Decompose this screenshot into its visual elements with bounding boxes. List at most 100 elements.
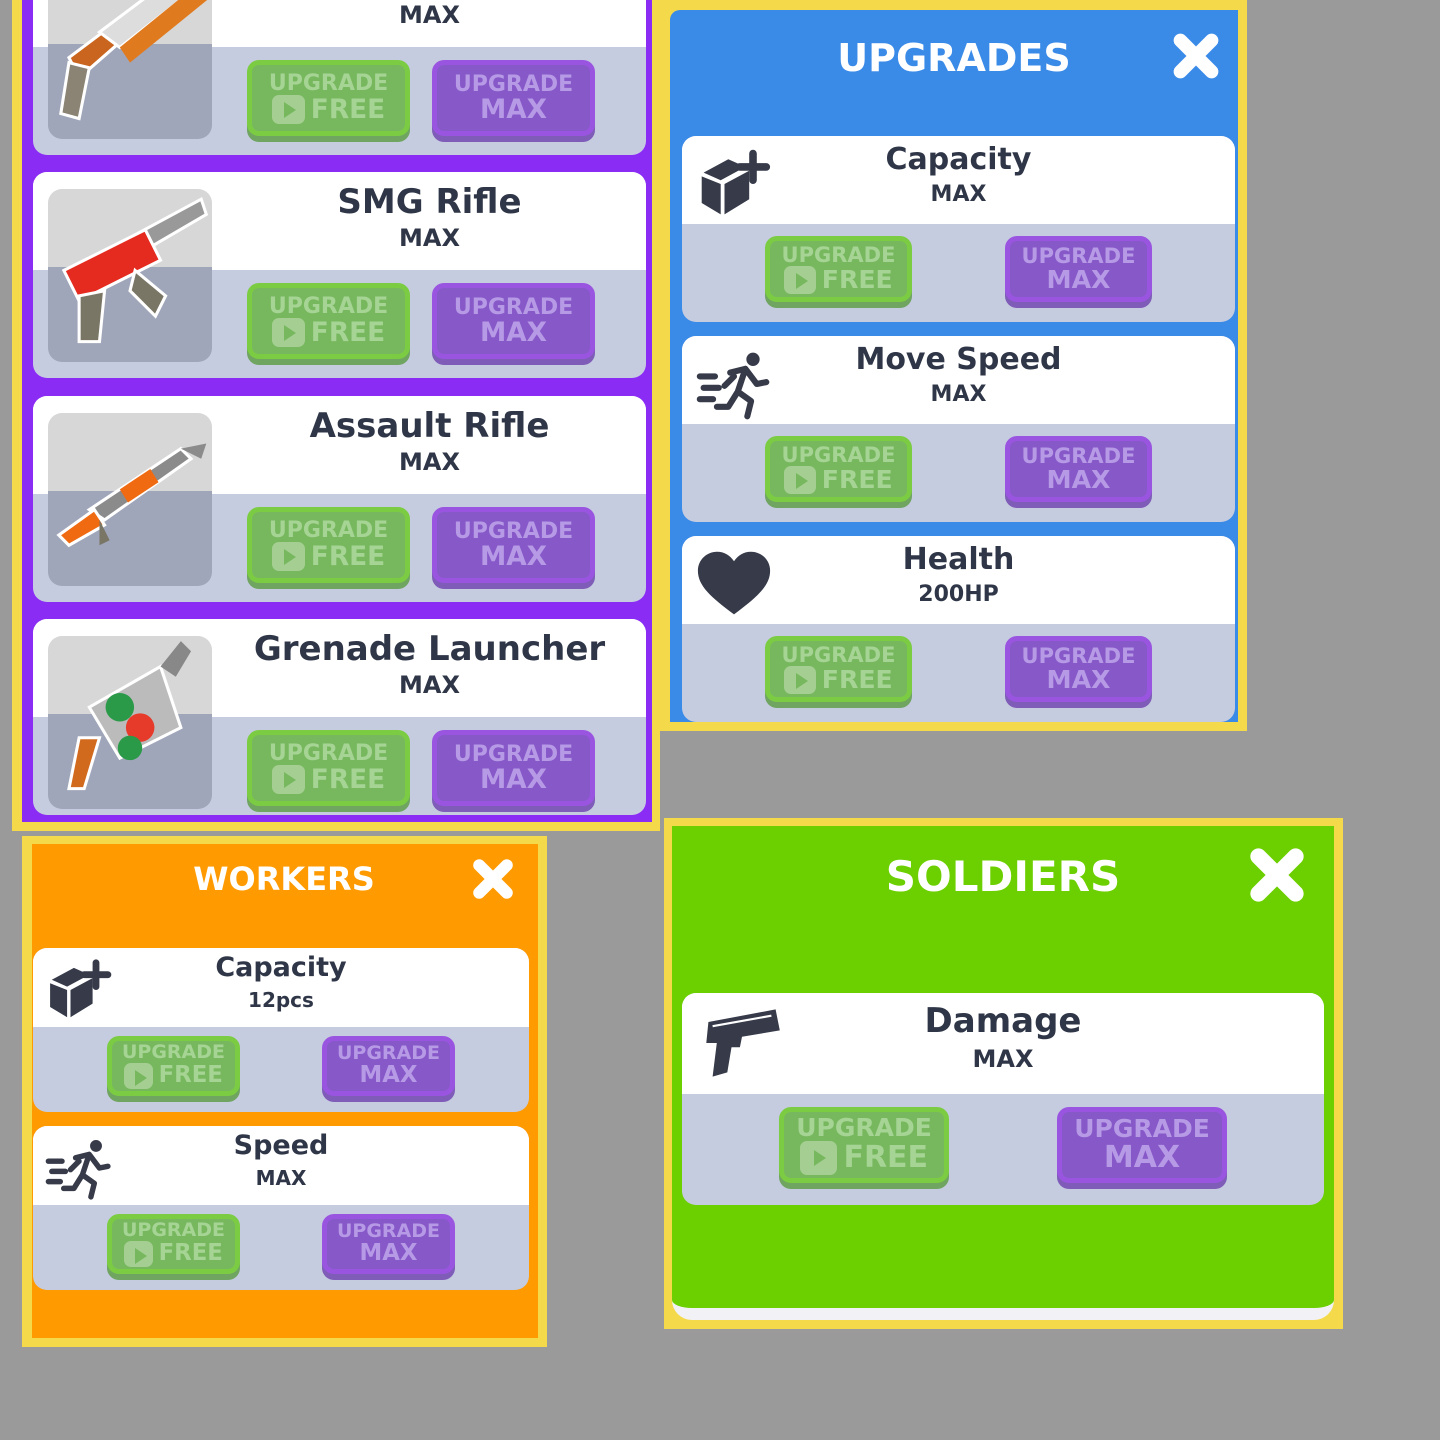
item-value: MAX [399,224,460,252]
free-label: FREE [310,763,386,795]
upgrade-free-label: UPGRADE [268,293,389,319]
free-label: FREE [310,540,386,572]
play-video-icon [271,541,305,572]
close-icon[interactable] [470,856,516,906]
box-plus-icon [45,956,113,1024]
item-name: Assault Rifle [309,406,550,446]
upgrade-max-label: UPGRADE [1021,443,1136,468]
item-value: 12pcs [248,988,314,1012]
max-label: MAX [479,763,548,795]
free-label: FREE [158,1240,223,1266]
item-name: Capacity [215,952,347,983]
play-video-icon [124,1063,153,1089]
weapon-image [48,0,212,139]
panel-title: UPGRADES [837,36,1071,80]
card-header [33,1126,529,1205]
weapon-image [48,413,212,586]
upgrade-free-label: UPGRADE [268,740,389,766]
max-label: MAX [359,1062,418,1088]
upgrade-free-row: FREE [770,264,907,295]
max-label: MAX [1046,264,1111,294]
upgrade-free-label: UPGRADE [796,1113,932,1142]
upgrade-max-label: UPGRADE [336,1042,441,1065]
running-icon [45,1134,113,1202]
free-label: FREE [821,264,893,294]
free-label: FREE [158,1062,223,1088]
upgrade-free-label: UPGRADE [268,517,389,543]
play-video-icon [784,465,816,495]
play-video-icon [271,317,305,348]
max-label: MAX [359,1240,418,1266]
card-header [682,993,1324,1094]
card-header [682,536,1235,624]
pistol-icon [700,1001,784,1085]
card-header [682,336,1235,424]
play-video-icon [124,1241,153,1267]
running-icon [696,346,772,422]
upgrade-free-row: FREE [252,317,405,348]
max-label: MAX [479,316,548,348]
upgrade-free-row: FREE [252,763,405,795]
box-plus-icon [696,146,772,222]
upgrade-max-label: UPGRADE [1074,1114,1210,1144]
item-name: Capacity [885,142,1032,177]
upgrade-free-label: UPGRADE [781,442,896,467]
upgrade-free-label: UPGRADE [781,642,896,667]
item-name: Damage [924,1001,1082,1041]
upgrade-free-row: FREE [252,540,405,572]
free-label: FREE [843,1140,929,1176]
upgrade-max-label: UPGRADE [336,1220,441,1243]
item-name: Move Speed [855,342,1062,377]
upgrade-max-label: UPGRADE [453,294,574,320]
free-label: FREE [821,664,893,694]
close-icon[interactable] [1246,844,1308,910]
upgrade-free-row: FREE [770,465,907,495]
item-name: Speed [233,1130,329,1161]
panel-title: WORKERS [193,860,375,898]
max-label: MAX [1103,1140,1181,1176]
upgrade-free-label: UPGRADE [781,242,896,267]
max-label: MAX [1046,664,1111,694]
weapon-image [48,636,212,809]
upgrade-max-label: UPGRADE [453,71,574,97]
item-value: MAX [930,382,987,407]
heart-icon [696,546,772,622]
item-value: MAX [930,182,987,207]
upgrade-max-label: UPGRADE [453,741,574,767]
upgrade-max-label: UPGRADE [453,518,574,544]
upgrade-free-row: FREE [770,664,907,695]
item-name: Health [902,542,1015,577]
play-video-icon [271,94,305,125]
item-value: MAX [399,1,460,29]
close-icon[interactable] [1170,30,1222,86]
item-value: 200HP [918,582,999,607]
upgrade-free-row: FREE [112,1241,235,1267]
